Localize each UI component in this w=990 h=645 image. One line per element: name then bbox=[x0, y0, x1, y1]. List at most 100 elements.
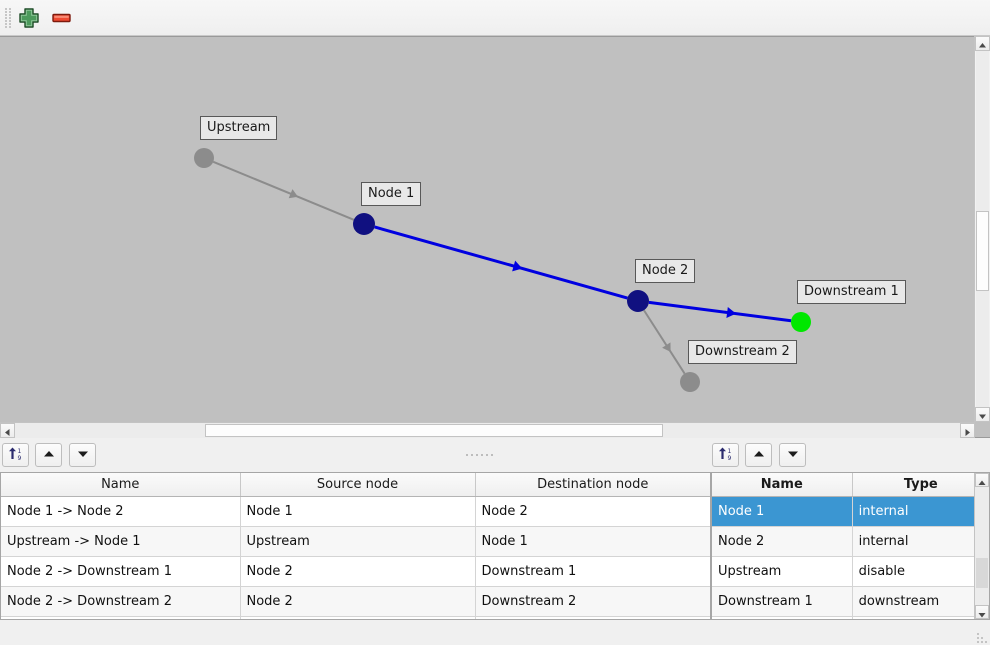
nodes-move-up-button[interactable] bbox=[745, 443, 772, 467]
graph-node-label-downstream2[interactable]: Downstream 2 bbox=[688, 340, 797, 364]
graph-edge[interactable] bbox=[374, 225, 628, 300]
triangle-down-icon bbox=[77, 451, 88, 457]
graph-node-label-upstream[interactable]: Upstream bbox=[200, 116, 278, 140]
edges-table-cell[interactable]: Downstream 1 bbox=[475, 556, 710, 587]
edges-table-cell[interactable]: Node 1 bbox=[240, 496, 476, 527]
triangle-up-icon bbox=[979, 43, 986, 48]
resize-grip-icon[interactable] bbox=[977, 633, 987, 643]
edges-table-cell[interactable]: Node 2 bbox=[240, 556, 476, 587]
nodes-table-filler-cell bbox=[712, 616, 853, 619]
edges-table-column-header[interactable]: Source node bbox=[240, 473, 476, 497]
toolbar-grip-icon[interactable] bbox=[5, 8, 13, 30]
status-bar bbox=[0, 620, 990, 645]
graph-node-node2[interactable] bbox=[627, 290, 649, 312]
edges-table-cell[interactable]: Node 2 bbox=[240, 586, 476, 617]
triangle-down-icon bbox=[979, 414, 986, 419]
edges-table-cell[interactable]: Node 2 -> Downstream 1 bbox=[1, 556, 241, 587]
nodes-sort-button[interactable]: 1 9 bbox=[712, 443, 739, 467]
main-toolbar bbox=[0, 0, 990, 36]
svg-text:9: 9 bbox=[17, 455, 21, 462]
triangle-right-icon bbox=[965, 429, 970, 436]
edges-table-cell[interactable]: Node 1 bbox=[475, 526, 710, 557]
edges-table-cell[interactable]: Node 1 -> Node 2 bbox=[1, 496, 241, 527]
splitter-grip-icon bbox=[466, 441, 496, 460]
nodes-table-cell[interactable]: Node 2 bbox=[712, 526, 853, 557]
edges-table-filler-cell bbox=[240, 616, 476, 619]
edges-sort-button[interactable]: 1 9 bbox=[2, 443, 29, 467]
triangle-up-icon bbox=[43, 450, 54, 456]
graph-vertical-scrollbar[interactable] bbox=[974, 36, 990, 422]
triangle-down-icon bbox=[978, 613, 986, 618]
edges-table-cell[interactable]: Downstream 2 bbox=[475, 586, 710, 617]
edges-table-filler-cell bbox=[1, 616, 241, 619]
nodes-move-down-button[interactable] bbox=[779, 443, 806, 467]
graph-node-upstream[interactable] bbox=[194, 148, 214, 168]
graph-scroll-down-button[interactable] bbox=[975, 407, 990, 422]
graph-horizontal-scrollbar[interactable] bbox=[0, 422, 975, 438]
edges-table-cell[interactable]: Node 2 -> Downstream 2 bbox=[1, 586, 241, 617]
nodes-table-cell[interactable]: internal bbox=[852, 526, 989, 557]
nodes-table-cell[interactable]: downstream bbox=[852, 586, 989, 617]
nodes-table-column-header[interactable]: Type bbox=[852, 473, 989, 497]
add-node-button[interactable] bbox=[16, 6, 42, 30]
remove-node-button[interactable] bbox=[48, 6, 74, 30]
edges-table-cell[interactable]: Upstream bbox=[240, 526, 476, 557]
graph-hscroll-thumb[interactable] bbox=[205, 424, 663, 437]
edges-move-down-button[interactable] bbox=[69, 443, 96, 467]
graph-scroll-left-button[interactable] bbox=[0, 423, 15, 438]
nodes-table-cell[interactable]: Downstream 1 bbox=[712, 586, 853, 617]
graph-node-node1[interactable] bbox=[353, 213, 375, 235]
graph-node-label-node1[interactable]: Node 1 bbox=[361, 182, 422, 206]
edges-table-filler-cell bbox=[475, 616, 710, 619]
nodes-scroll-thumb[interactable] bbox=[976, 558, 988, 588]
graph-edge[interactable] bbox=[648, 300, 792, 323]
graph-edge-arrow-icon bbox=[512, 260, 523, 272]
graph-node-label-downstream1[interactable]: Downstream 1 bbox=[797, 280, 906, 304]
sort-ascending-icon: 1 9 bbox=[718, 447, 731, 462]
edges-move-up-button[interactable] bbox=[35, 443, 62, 467]
graph-edge[interactable] bbox=[212, 160, 355, 221]
edges-table-cell[interactable]: Upstream -> Node 1 bbox=[1, 526, 241, 557]
nodes-table-scrollbar[interactable] bbox=[974, 473, 989, 619]
nodes-table-cell[interactable]: disable bbox=[852, 556, 989, 587]
edges-table-column-header[interactable]: Destination node bbox=[475, 473, 710, 497]
nodes-table-cell[interactable]: Upstream bbox=[712, 556, 853, 587]
graph-node-downstream2[interactable] bbox=[680, 372, 700, 392]
graph-edge[interactable] bbox=[643, 309, 686, 375]
graph-edge-arrow-icon bbox=[726, 306, 737, 319]
red-minus-icon bbox=[52, 13, 71, 23]
nodes-scroll-down-button[interactable] bbox=[975, 605, 989, 619]
nodes-scroll-up-button[interactable] bbox=[975, 473, 989, 487]
panel-splitter[interactable] bbox=[0, 438, 990, 456]
graph-node-downstream1[interactable] bbox=[791, 312, 811, 332]
nodes-table-filler-cell bbox=[852, 616, 989, 619]
graph-node-label-node2[interactable]: Node 2 bbox=[635, 259, 696, 283]
nodes-table-filler-row bbox=[712, 616, 989, 619]
nodes-table-cell[interactable]: internal bbox=[852, 496, 989, 527]
edges-table-cell[interactable]: Node 2 bbox=[475, 496, 710, 527]
edges-table-column-header[interactable]: Name bbox=[1, 473, 241, 497]
triangle-up-icon bbox=[978, 480, 986, 485]
graph-vscroll-thumb[interactable] bbox=[976, 211, 989, 291]
graph-edge-arrow-icon bbox=[662, 342, 671, 352]
graph-scroll-right-button[interactable] bbox=[960, 423, 975, 438]
nodes-table-cell[interactable]: Node 1 bbox=[712, 496, 853, 527]
graph-scroll-up-button[interactable] bbox=[975, 36, 990, 51]
nodes-table-column-header[interactable]: Name bbox=[712, 473, 853, 497]
triangle-down-icon bbox=[787, 451, 798, 457]
